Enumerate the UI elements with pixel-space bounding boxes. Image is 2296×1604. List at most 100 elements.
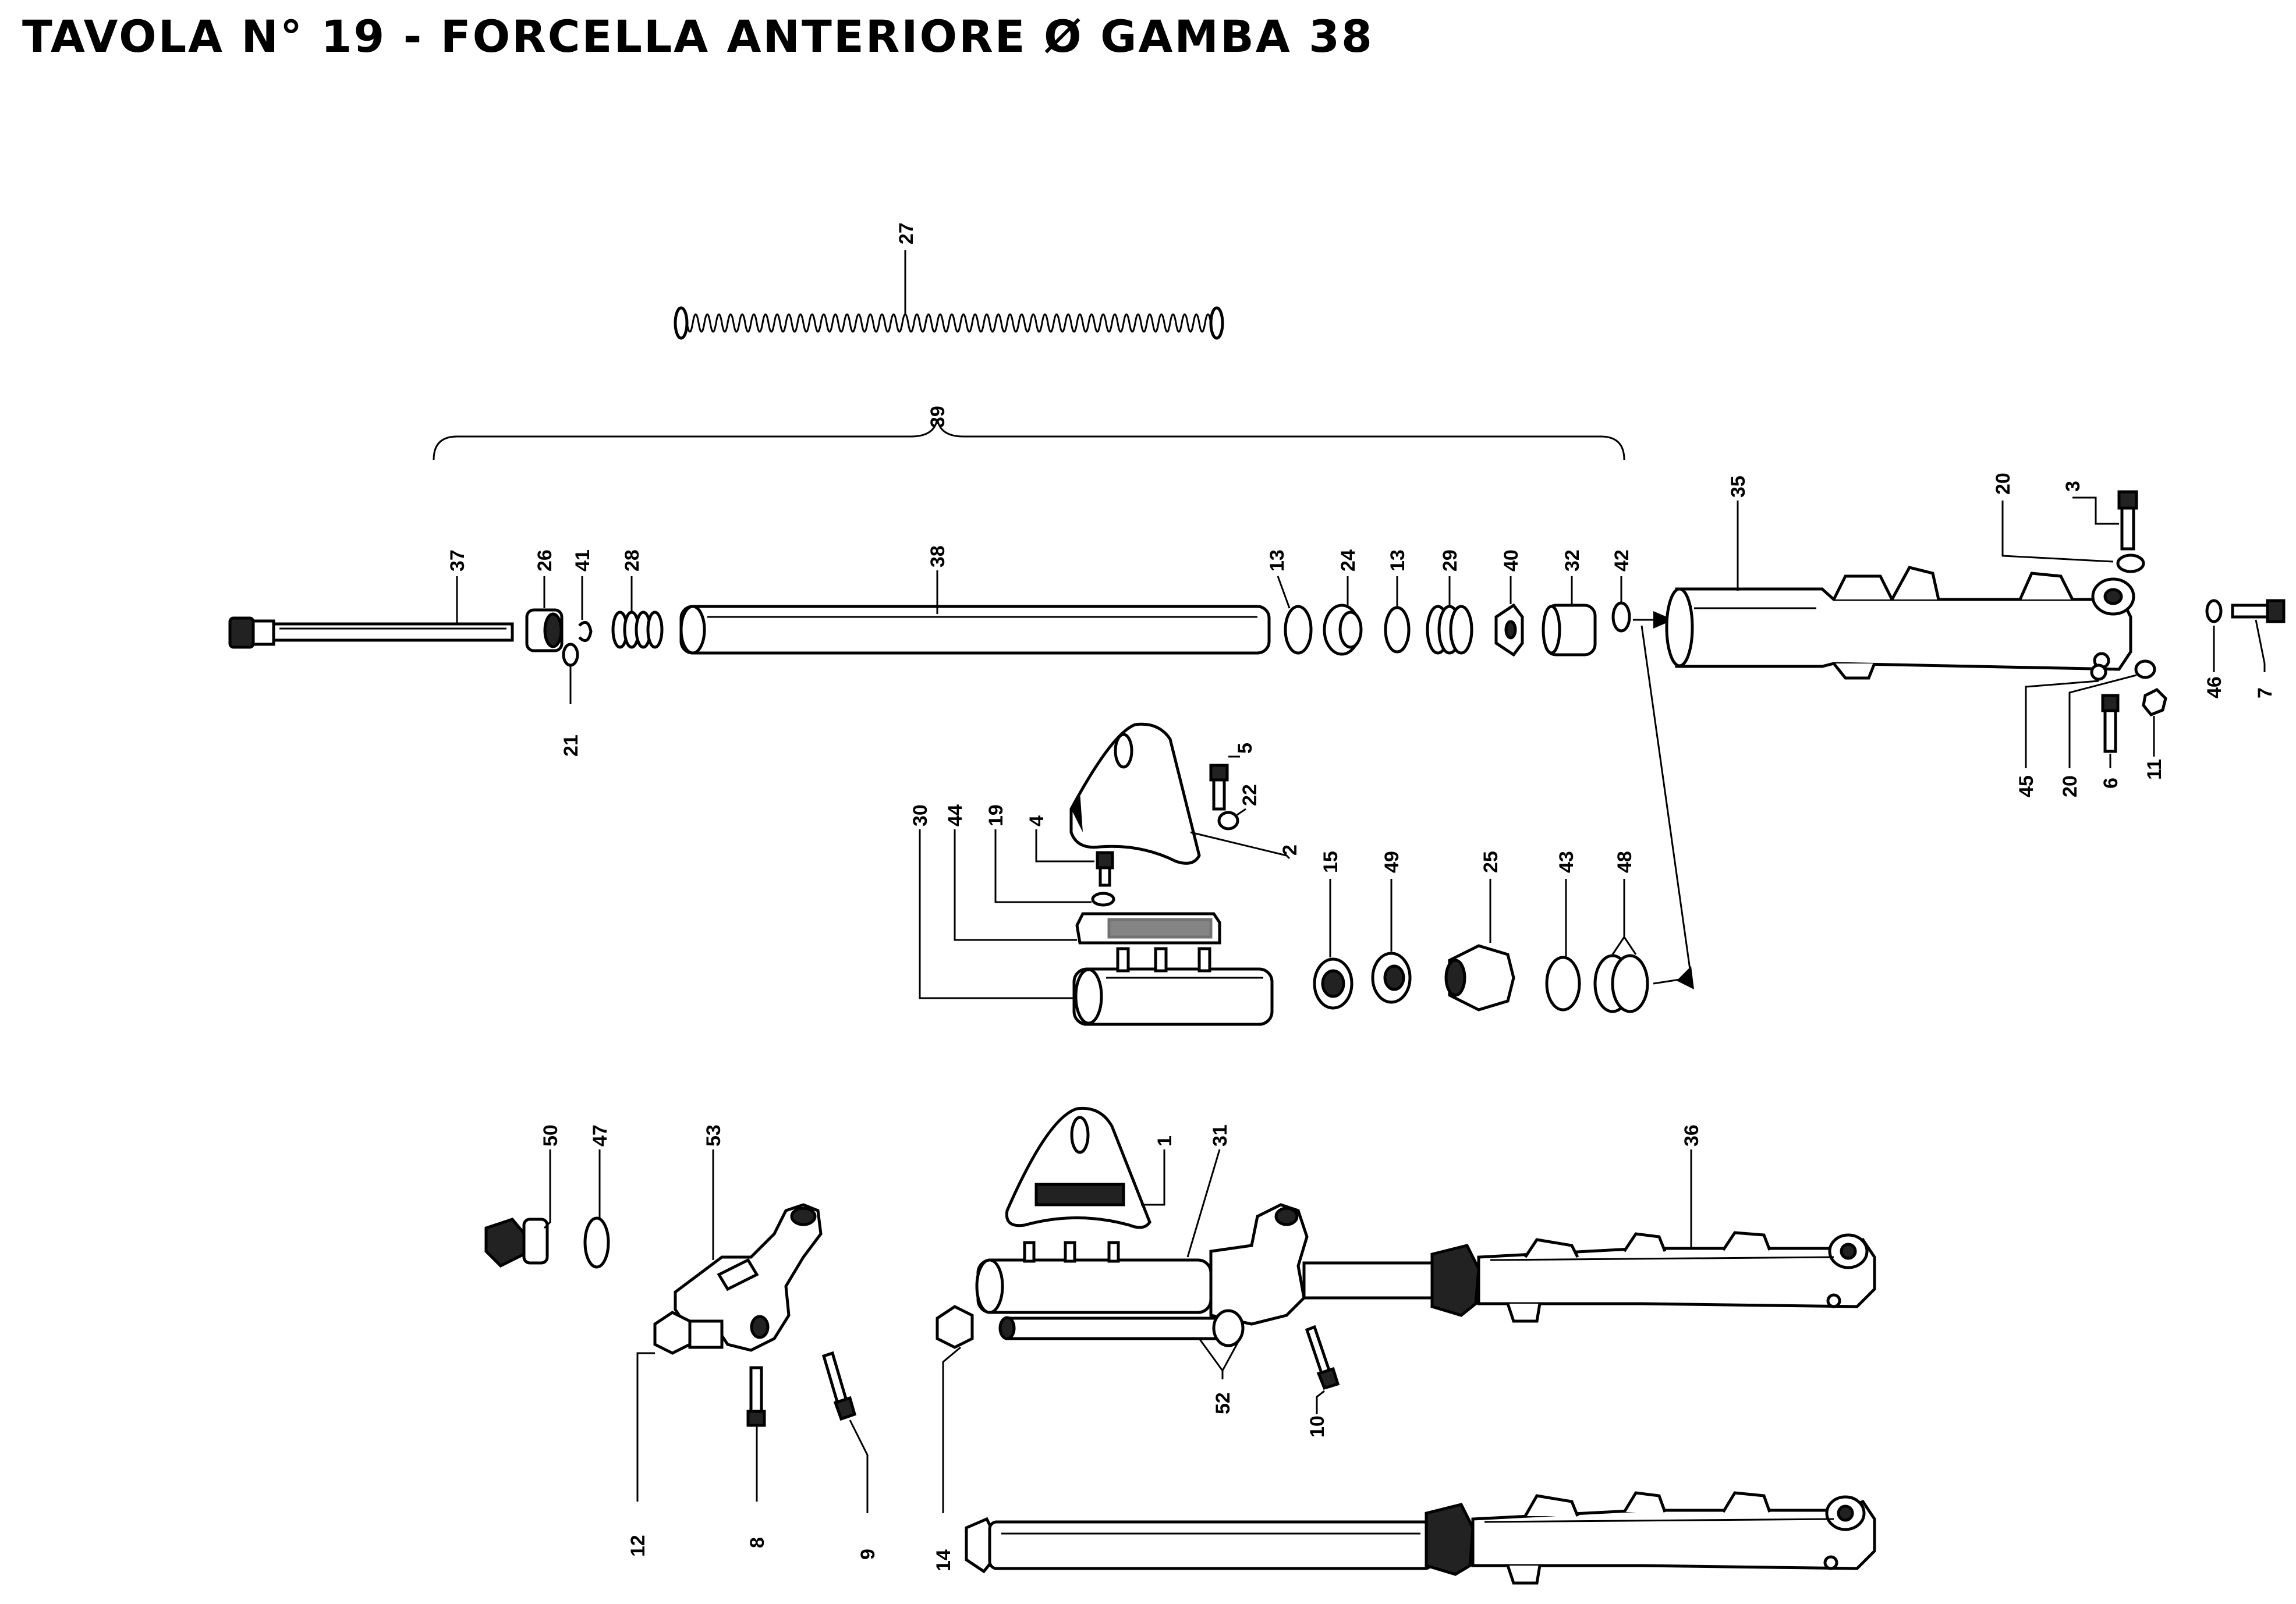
title-text: FORCELLA ANTERIORE Ø GAMBA 38 [440, 10, 1374, 62]
part-13a-valve [1284, 605, 1313, 655]
label-6: 6 [2100, 778, 2122, 789]
part-13b-valve [1384, 606, 1411, 654]
assembly-arrow [1633, 611, 1694, 989]
part-45-washer [2090, 663, 2107, 681]
part-46-washer [2205, 599, 2223, 623]
part-19-washer [1091, 892, 1115, 907]
title-number: 19 [321, 10, 387, 62]
part-50-plug [484, 1218, 549, 1268]
bracket-39 [433, 418, 1625, 460]
label-2: 2 [1279, 844, 1301, 856]
part-21-washer [562, 643, 579, 667]
part-4-screw [1096, 851, 1114, 887]
part-7-bolt [2231, 599, 2286, 623]
fork-leg-complete [965, 1491, 1876, 1585]
part-30-clamp-tube [1072, 947, 1274, 1026]
part-8-bolt [746, 1366, 766, 1427]
label-15: 15 [1320, 851, 1342, 873]
label-30: 30 [909, 804, 931, 826]
part-10-bolt [1305, 1325, 1340, 1390]
label-22: 22 [1239, 784, 1261, 806]
part-22-washer [1217, 811, 1239, 831]
part-24-bushing [1323, 604, 1363, 656]
part-5-bolt [1209, 764, 1229, 811]
part-35-slider [1665, 566, 2135, 680]
part-12-bolt [653, 1311, 724, 1355]
label-14: 14 [933, 1549, 955, 1571]
label-52: 52 [1212, 1392, 1234, 1414]
part-25-cap [1444, 944, 1515, 1012]
label-27: 27 [895, 222, 917, 244]
label-44: 44 [944, 804, 966, 826]
part-40-nut [1494, 603, 1524, 657]
part-1-bracket [1005, 1106, 1151, 1229]
part-38-damper-tube [679, 605, 1271, 655]
label-5: 5 [1234, 743, 1256, 754]
label-20a: 20 [1992, 473, 2014, 495]
part-37-damper-rod [228, 616, 514, 649]
label-24: 24 [1337, 549, 1359, 572]
part-42-circlip [1611, 601, 1631, 633]
label-48: 48 [1614, 851, 1636, 873]
part-20a-washer [2116, 553, 2145, 573]
part-53-bottom-yoke [674, 1203, 823, 1352]
label-10: 10 [1306, 1415, 1328, 1438]
part-27-spring [674, 306, 1224, 340]
label-9: 9 [857, 1549, 879, 1560]
page-title: TAVOLA N° 19 - FORCELLA ANTERIORE Ø GAMB… [22, 10, 1374, 62]
label-1: 1 [1154, 1135, 1176, 1147]
label-35: 35 [1727, 475, 1749, 498]
label-38: 38 [927, 545, 949, 567]
label-13b: 13 [1387, 549, 1409, 572]
label-37: 37 [447, 549, 469, 572]
part-48-rings [1593, 954, 1649, 1013]
label-49: 49 [1381, 851, 1403, 873]
label-19: 19 [985, 804, 1007, 826]
part-31-36-assembled-leg [975, 1203, 1876, 1326]
part-29-valve-spring [1426, 605, 1473, 655]
part-15-seal [1313, 957, 1353, 1010]
label-45: 45 [2015, 775, 2038, 797]
label-12: 12 [627, 1535, 649, 1557]
label-53: 53 [703, 1124, 725, 1147]
label-40: 40 [1500, 549, 1522, 572]
part-44-rubber-block [1075, 912, 1221, 945]
label-50: 50 [540, 1124, 562, 1147]
label-28: 28 [621, 549, 643, 572]
label-4: 4 [1026, 815, 1048, 826]
part-47-seal-ring [583, 1216, 610, 1269]
label-43: 43 [1556, 851, 1578, 873]
label-29: 29 [1439, 549, 1461, 572]
part-6-bolt [2101, 694, 2120, 753]
title-prefix: TAVOLA N° [22, 10, 321, 62]
label-20b: 20 [2059, 775, 2081, 797]
label-26: 26 [534, 549, 556, 572]
label-3: 3 [2062, 481, 2084, 492]
part-9-bolt [821, 1351, 857, 1421]
title-separator: - [386, 10, 441, 62]
label-41: 41 [572, 549, 594, 572]
label-13a: 13 [1266, 549, 1288, 572]
label-42: 42 [1611, 549, 1633, 572]
part-28-small-spring [611, 611, 664, 649]
part-3-bolt [2117, 490, 2138, 551]
part-43-ring [1545, 956, 1581, 1012]
part-14-nut [936, 1305, 974, 1349]
label-47: 47 [589, 1124, 611, 1147]
part-20b-washer [2134, 659, 2156, 679]
part-32-sleeve [1542, 604, 1597, 656]
part-41-clip [578, 620, 593, 643]
label-25: 25 [1480, 851, 1502, 873]
label-31: 31 [1209, 1124, 1231, 1147]
part-26-bushing [525, 608, 564, 652]
label-7: 7 [2254, 687, 2276, 698]
part-52-clamp-bolt [998, 1309, 1245, 1347]
part-2-bracket [1069, 722, 1201, 865]
label-32: 32 [1561, 549, 1583, 572]
label-36: 36 [1681, 1124, 1703, 1147]
label-21: 21 [560, 734, 582, 757]
part-11-nut [2142, 687, 2167, 717]
label-11: 11 [2143, 759, 2166, 780]
label-39: 39 [927, 406, 949, 428]
